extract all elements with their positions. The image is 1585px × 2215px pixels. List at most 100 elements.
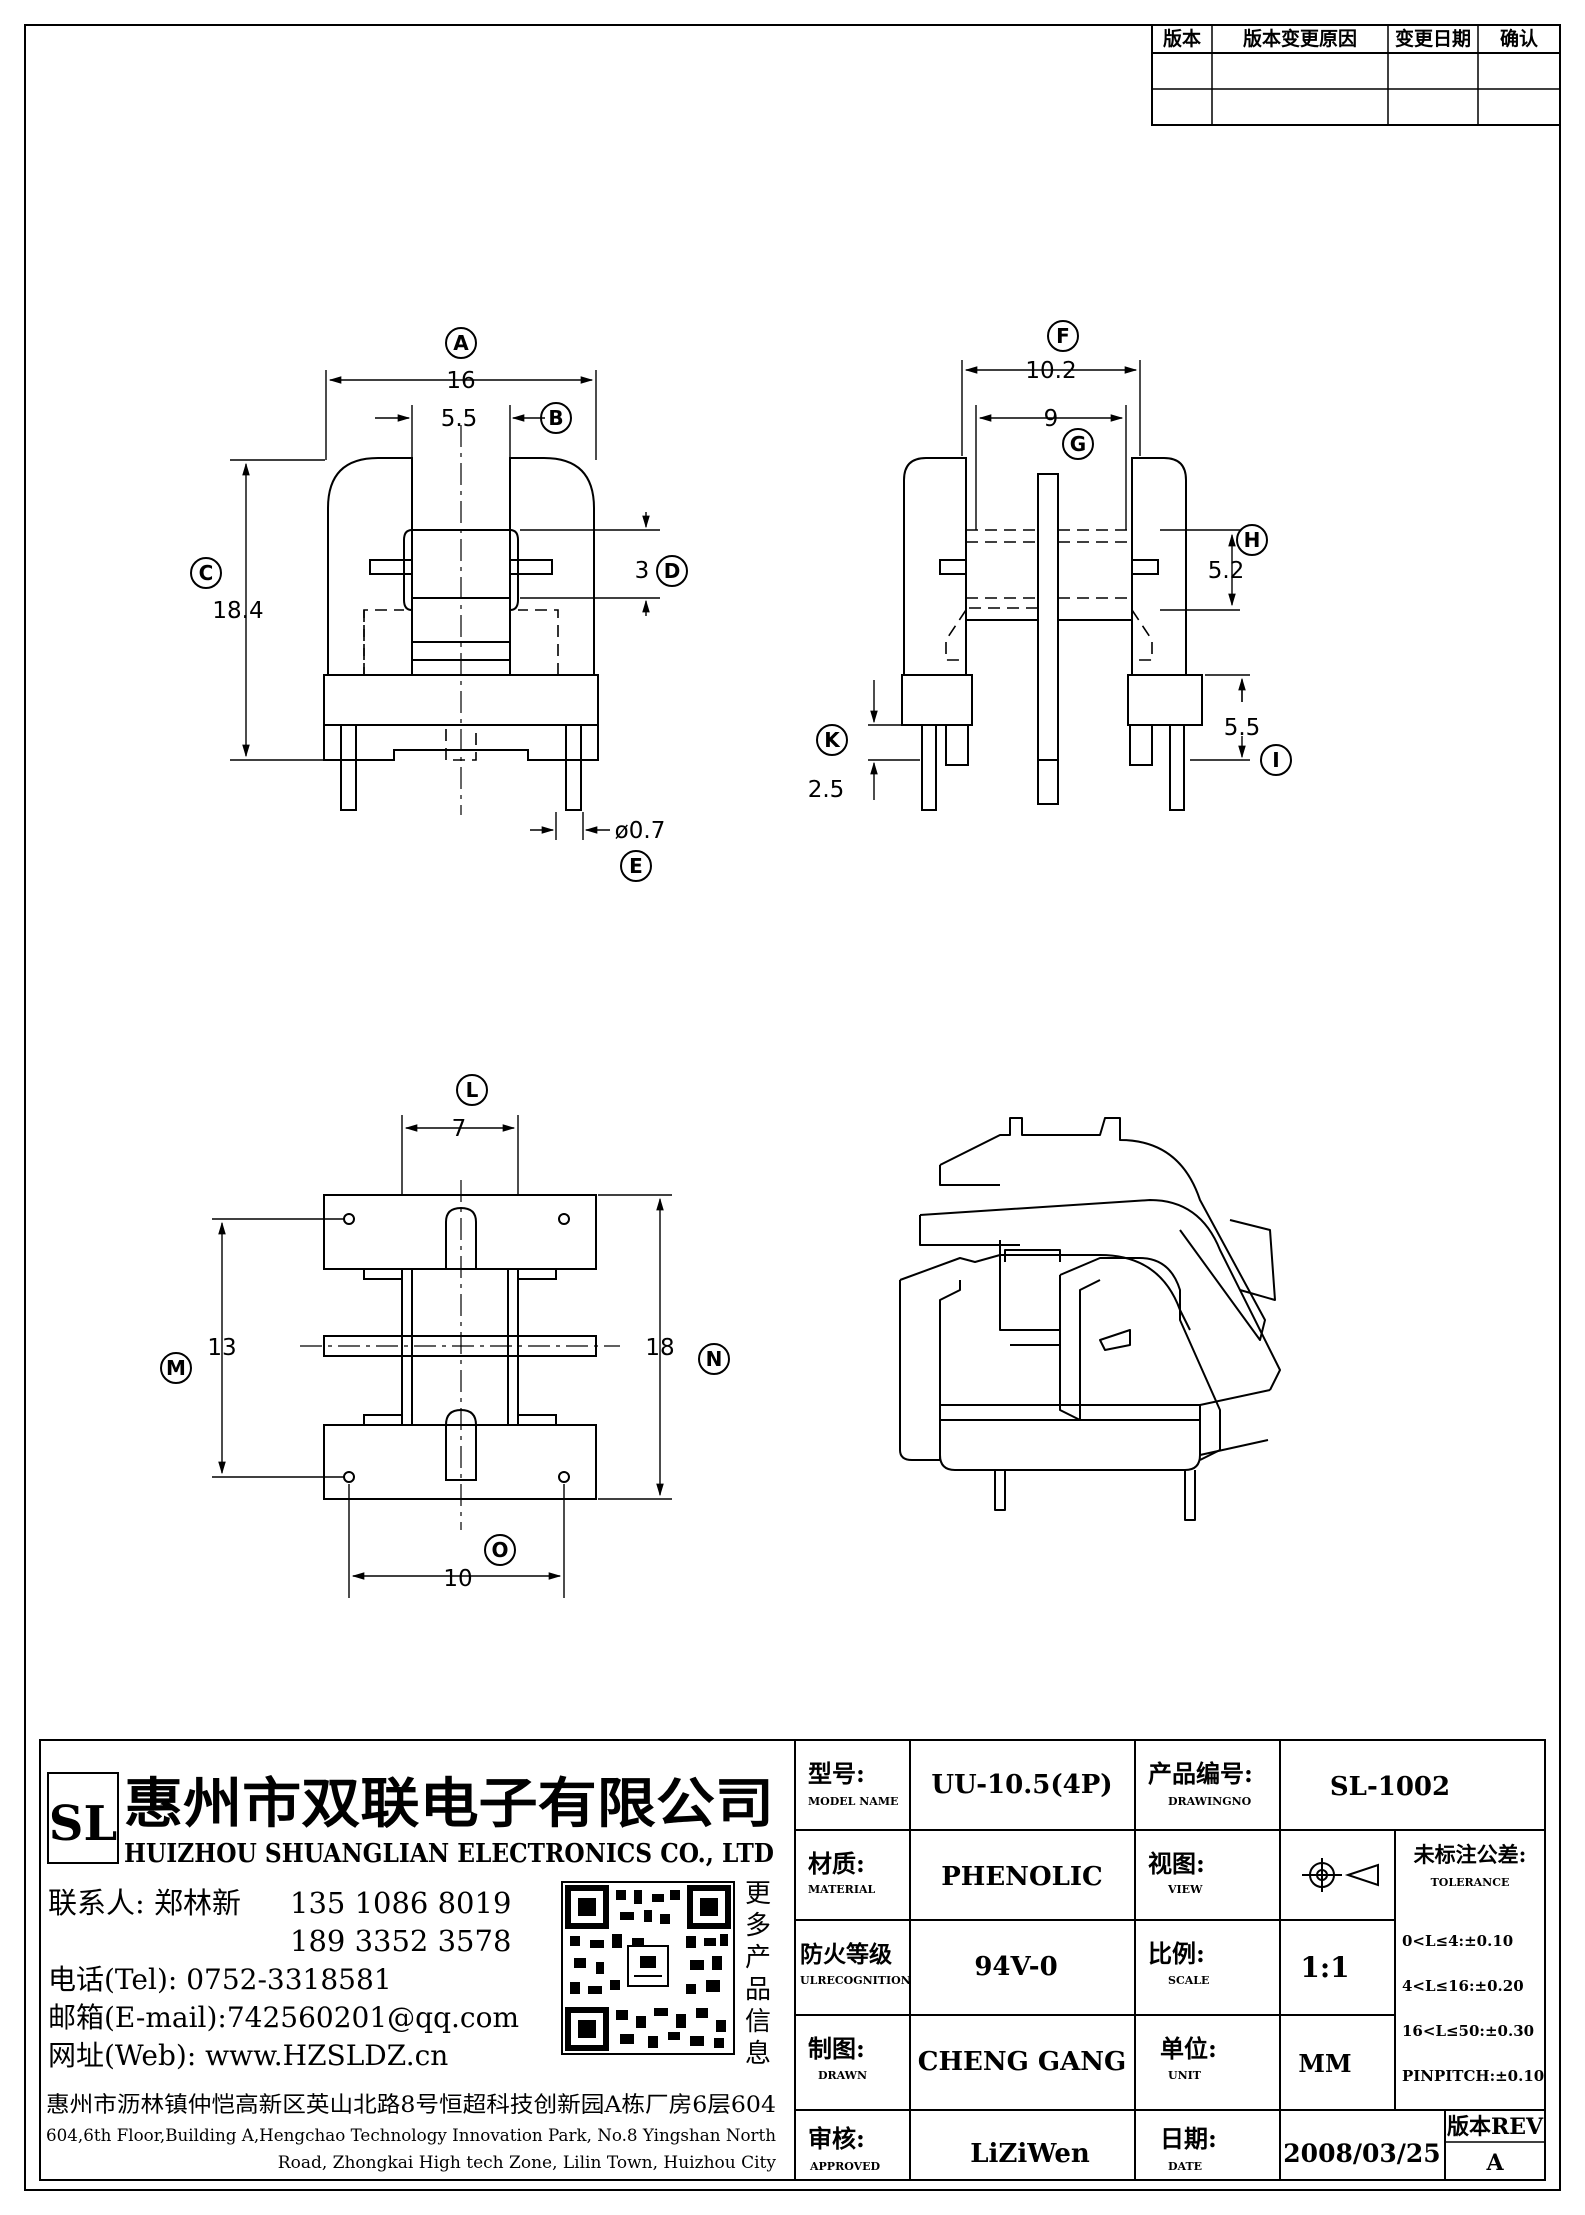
tb-date: 日期: DATE 2008/03/25 xyxy=(1160,2124,1441,2173)
company-name-en: HUIZHOU SHUANGLIAN ELECTRONICS CO., LTD xyxy=(124,1839,774,1869)
side-view xyxy=(901,457,1203,811)
dim-F: F 10.2 xyxy=(1025,320,1079,384)
dim-G: 9 G xyxy=(1044,406,1094,460)
title-block xyxy=(39,1739,1546,2181)
dim-value-L: 7 xyxy=(452,1116,467,1142)
scale-value: 1:1 xyxy=(1300,1951,1349,1984)
svg-text:SCALE: SCALE xyxy=(1168,1974,1209,1987)
dim-value-D: 3 xyxy=(635,558,650,584)
address-cn: 惠州市沥林镇仲恺高新区英山北路8号恒超科技创新园A栋厂房6层604 xyxy=(46,2093,776,2118)
svg-text:产品编号:: 产品编号: xyxy=(1148,1759,1253,1788)
svg-text:MODEL NAME: MODEL NAME xyxy=(808,1795,898,1808)
contact-tel: 电话(Tel): 0752-3318581 xyxy=(48,1963,392,1996)
rev-header-confirm: 确认 xyxy=(1500,27,1538,50)
tb-view: 视图: VIEW xyxy=(1148,1849,1379,1896)
contact-phone-2: 189 3352 3578 xyxy=(290,1924,511,1958)
dim-value-N: 18 xyxy=(645,1335,674,1361)
tb-scale: 比例: SCALE 1:1 xyxy=(1148,1939,1350,1987)
svg-text:产: 产 xyxy=(745,1943,771,1973)
rev-header-version: 版本 xyxy=(1163,27,1201,50)
dim-value-B: 5.5 xyxy=(441,406,478,432)
rev-header-reason: 版本变更原因 xyxy=(1243,27,1357,50)
svg-text:DRAWINGNO: DRAWINGNO xyxy=(1168,1795,1252,1808)
front-view xyxy=(323,425,599,815)
svg-text:未标注公差:: 未标注公差: xyxy=(1414,1842,1527,1867)
side-view-dimensions xyxy=(868,360,1250,800)
tb-drawn: 制图: DRAWN CHENG GANG xyxy=(808,2034,1126,2082)
ul-value: 94V-0 xyxy=(974,1952,1057,1982)
svg-text:MATERIAL: MATERIAL xyxy=(808,1883,876,1896)
dim-label-A: A xyxy=(453,331,469,355)
tolerance-line-2: 4<L≤16:±0.20 xyxy=(1402,1977,1524,1995)
dim-label-G: G xyxy=(1070,432,1086,456)
address-en-line2: Road, Zhongkai High tech Zone, Lilin Tow… xyxy=(278,2153,777,2173)
dim-label-D: D xyxy=(664,559,681,583)
dim-value-M: 13 xyxy=(207,1335,236,1361)
rev-value: A xyxy=(1485,2150,1504,2176)
tb-drawno: 产品编号: DRAWINGNO SL-1002 xyxy=(1148,1759,1450,1808)
dim-value-A: 16 xyxy=(446,368,475,394)
dim-K: K 2.5 xyxy=(808,724,848,803)
dim-label-N: N xyxy=(706,1347,723,1371)
dim-C: C 18.4 xyxy=(190,557,264,624)
dim-A: A 16 xyxy=(445,327,477,394)
dim-H: H 5.2 xyxy=(1208,524,1268,584)
dim-value-F: 10.2 xyxy=(1025,358,1076,384)
dim-label-E: E xyxy=(629,854,643,878)
svg-text:品: 品 xyxy=(745,1975,771,2005)
tolerance-line-3: 16<L≤50:±0.30 xyxy=(1402,2022,1534,2040)
company-logo: SL xyxy=(47,1772,119,1864)
svg-text:型号:: 型号: xyxy=(808,1759,865,1788)
logo-text: SL xyxy=(49,1796,117,1852)
tolerance-line-4: PINPITCH:±0.10 xyxy=(1402,2067,1544,2085)
svg-text:日期:: 日期: xyxy=(1160,2124,1217,2153)
dim-label-B: B xyxy=(548,406,563,430)
drawn-value: CHENG GANG xyxy=(918,2047,1126,2077)
svg-text:版本REV: 版本REV xyxy=(1447,2114,1544,2140)
tb-material: 材质: MATERIAL PHENOLIC xyxy=(808,1849,1103,1896)
svg-text:比例:: 比例: xyxy=(1148,1939,1205,1968)
svg-text:UNIT: UNIT xyxy=(1168,2069,1202,2082)
dim-D: 3 D xyxy=(635,555,688,587)
dim-label-M: M xyxy=(166,1356,186,1380)
dim-value-G: 9 xyxy=(1044,406,1059,432)
qr-code xyxy=(561,1881,735,2055)
tolerance-line-1: 0<L≤4:±0.10 xyxy=(1402,1932,1513,1950)
svg-text:DATE: DATE xyxy=(1168,2160,1202,2173)
svg-text:ULRECOGNITION: ULRECOGNITION xyxy=(800,1974,911,1987)
svg-text:视图:: 视图: xyxy=(1148,1849,1205,1878)
dim-L: L 7 xyxy=(452,1074,488,1142)
isometric-view xyxy=(899,1117,1281,1521)
dim-B: 5.5 B xyxy=(441,402,572,434)
svg-text:多: 多 xyxy=(745,1911,771,1941)
tb-model: 型号: MODEL NAME UU-10.5(4P) xyxy=(808,1759,1113,1808)
svg-text:防火等级: 防火等级 xyxy=(800,1941,892,1968)
contact-phone-1: 135 1086 8019 xyxy=(290,1886,511,1920)
front-view-dimensions xyxy=(230,370,660,840)
projection-symbol-icon xyxy=(1302,1858,1379,1892)
model-value: UU-10.5(4P) xyxy=(931,1770,1112,1800)
svg-text:VIEW: VIEW xyxy=(1167,1883,1203,1896)
dim-N: 18 N xyxy=(645,1335,730,1375)
material-value: PHENOLIC xyxy=(941,1862,1102,1892)
dim-value-C: 18.4 xyxy=(212,598,263,624)
unit-value: MM xyxy=(1298,2049,1351,2078)
qr-caption: 更 多 产 品 信 息 xyxy=(745,1879,771,2069)
rev-header-date: 变更日期 xyxy=(1395,27,1471,50)
dim-label-L: L xyxy=(466,1078,479,1102)
dim-value-I: 5.5 xyxy=(1224,715,1261,741)
approved-value: LiZiWen xyxy=(970,2139,1090,2169)
date-value: 2008/03/25 xyxy=(1283,2139,1440,2168)
svg-text:APPROVED: APPROVED xyxy=(809,2160,881,2173)
dim-value-H: 5.2 xyxy=(1208,558,1245,584)
drawno-value: SL-1002 xyxy=(1330,1772,1450,1802)
dim-label-H: H xyxy=(1244,528,1261,552)
dim-label-C: C xyxy=(199,561,214,585)
tb-approved: 审核: APPROVED LiZiWen xyxy=(808,2124,1090,2173)
tb-revision: 版本REV A xyxy=(1445,2114,1545,2176)
svg-text:息: 息 xyxy=(745,2039,771,2069)
dim-E: ø0.7 E xyxy=(615,818,665,882)
dim-label-O: O xyxy=(491,1538,508,1562)
svg-text:审核:: 审核: xyxy=(808,2124,865,2153)
